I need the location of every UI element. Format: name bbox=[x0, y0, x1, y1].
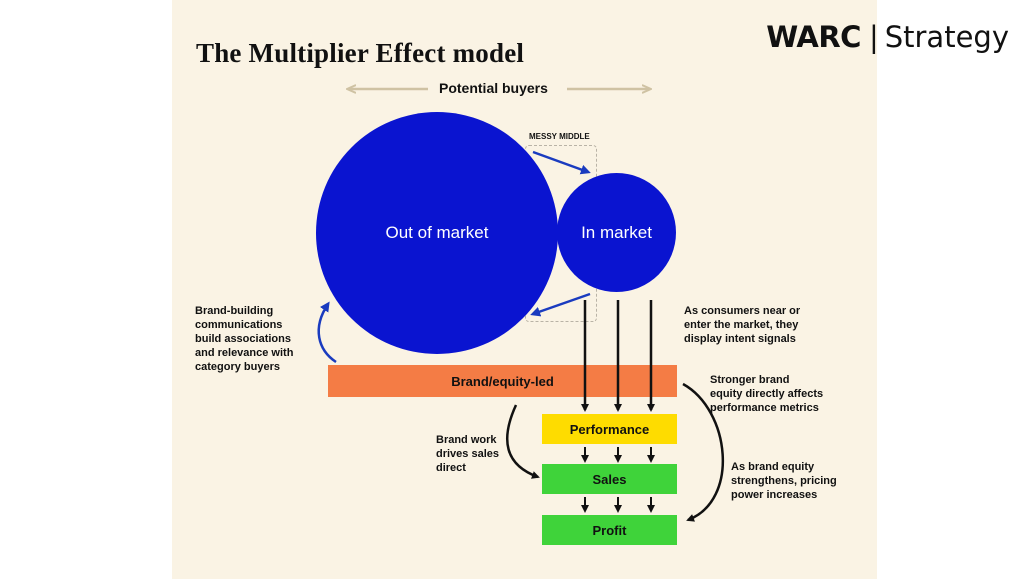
brand-building-note: Brand-building communications build asso… bbox=[195, 305, 294, 373]
sales-label: Sales bbox=[592, 471, 627, 487]
performance-label: Performance bbox=[569, 421, 650, 437]
out-to-in-arrow bbox=[532, 150, 591, 175]
profit-label: Profit bbox=[592, 522, 627, 538]
intent-signals-note: As consumers near or enter the market, t… bbox=[684, 305, 801, 345]
performance-box: Performance bbox=[542, 414, 677, 444]
brand-secondary: Strategy bbox=[884, 20, 1009, 54]
stronger-equity-note: Stronger brand equity directly affects p… bbox=[710, 374, 824, 414]
pricing-power-arrow bbox=[682, 382, 725, 522]
brand-building-arrow bbox=[317, 301, 337, 364]
page-title: The Multiplier Effect model bbox=[196, 38, 525, 68]
in-market-label: In market bbox=[581, 222, 652, 242]
out-of-market-circle: Out of market bbox=[316, 112, 558, 354]
in-market-circle: In market bbox=[557, 173, 676, 292]
messy-middle-label: MESSY MIDDLE bbox=[529, 132, 590, 141]
brand-logo: WARC|Strategy bbox=[766, 20, 1009, 54]
brand-work-arrow bbox=[506, 404, 540, 479]
out-of-market-label: Out of market bbox=[385, 223, 489, 242]
brand-primary: WARC bbox=[766, 20, 861, 54]
brand-equity-label: Brand/equity-led bbox=[451, 373, 554, 389]
pricing-power-note: As brand equity strengthens, pricing pow… bbox=[731, 461, 837, 501]
brand-work-note: Brand work drives sales direct bbox=[436, 434, 499, 474]
potential-buyers-label: Potential buyers bbox=[439, 80, 548, 96]
sales-box: Sales bbox=[542, 464, 677, 494]
brand-separator: | bbox=[868, 20, 879, 54]
profit-box: Profit bbox=[542, 515, 677, 545]
in-to-out-arrow bbox=[530, 292, 591, 317]
